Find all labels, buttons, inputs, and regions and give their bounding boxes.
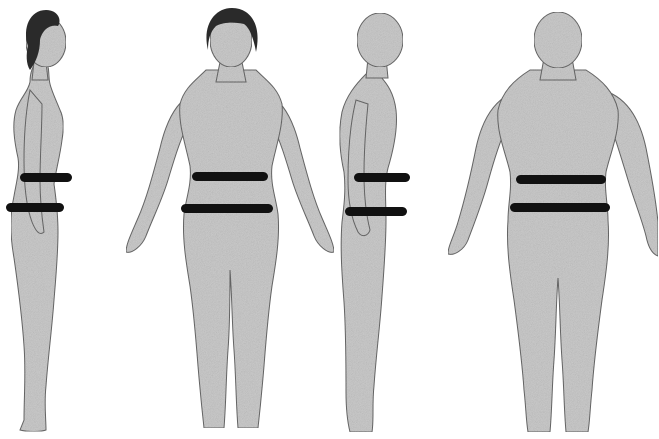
male-front-view <box>448 12 658 432</box>
female-side-hip-band <box>6 203 64 212</box>
male-side-waist-band <box>354 173 410 182</box>
female-front-waist-band <box>192 172 268 181</box>
female-side-waist-band <box>20 173 72 182</box>
male-front-hip-band <box>510 203 610 212</box>
female-front-hip-band <box>181 204 273 213</box>
male-side-hip-band <box>345 207 407 216</box>
female-front-view <box>126 8 334 428</box>
male-front-waist-band <box>516 175 606 184</box>
male-side-view <box>340 13 410 432</box>
female-side-view <box>6 10 72 432</box>
